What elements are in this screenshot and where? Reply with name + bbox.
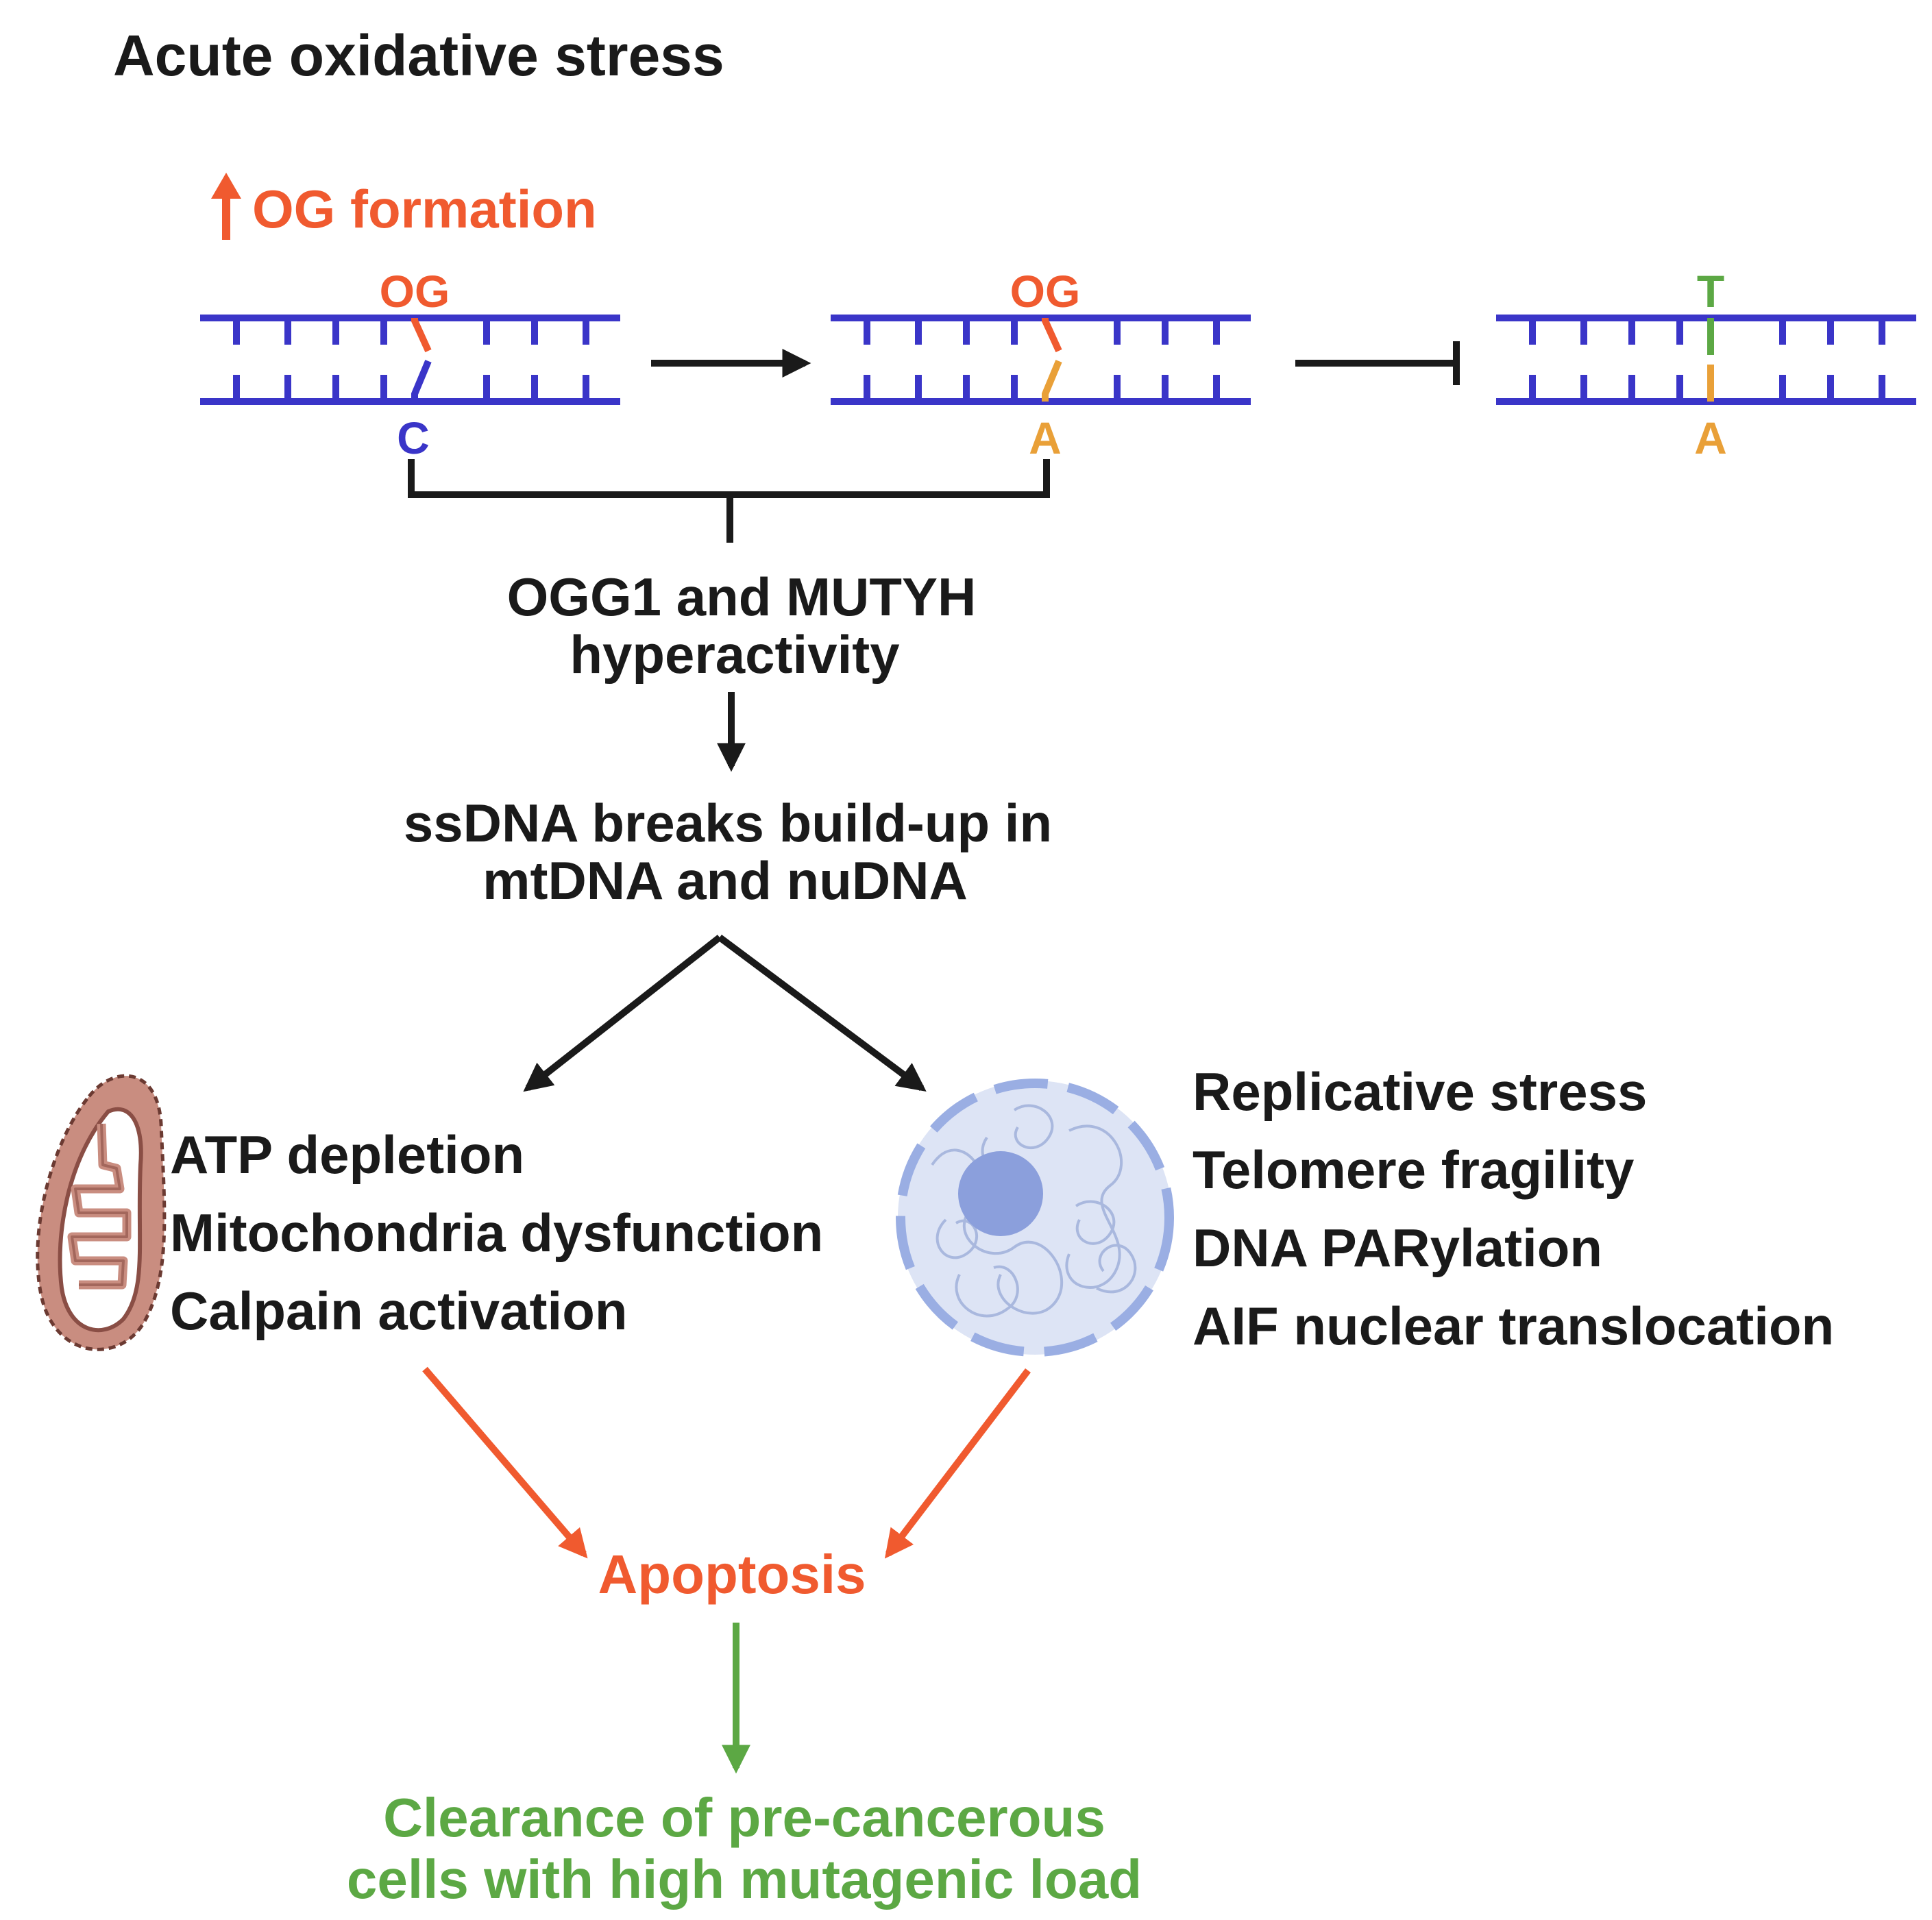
c-label: C: [397, 413, 430, 463]
dna-duplex-t-a: [1496, 315, 1916, 405]
mito-effect-2: Mitochondria dysfunction: [170, 1203, 823, 1263]
breaks-text-line1: ssDNA breaks build-up in: [404, 793, 1052, 853]
og-label-1: OG: [380, 266, 450, 317]
bracket-connector: [408, 459, 1050, 498]
mito-effect-1: ATP depletion: [170, 1124, 524, 1185]
nuclear-effect-2: Telomere fragility: [1193, 1140, 1634, 1200]
nuclear-effect-4: AIF nuclear translocation: [1193, 1296, 1834, 1356]
glycosylase-text-line1: OGG1 and MUTYH: [507, 567, 977, 627]
nuclear-effect-3: DNA PARylation: [1193, 1218, 1602, 1278]
clearance-text-line1: Clearance of pre-cancerous: [383, 1787, 1105, 1848]
arrow-nucleus-to-apoptosis: [884, 1368, 1031, 1559]
og-label-2: OG: [1010, 266, 1081, 317]
glycosylase-text-line2: hyperactivity: [570, 624, 899, 685]
arrow-to-nucleus: [718, 934, 927, 1092]
nucleus-icon: [896, 1079, 1174, 1357]
breaks-text-line2: mtDNA and nuDNA: [482, 850, 968, 911]
og-formation-label: OG formation: [252, 179, 597, 239]
arrow-mito-to-apoptosis: [422, 1366, 588, 1559]
arrow-to-mitochondria: [523, 935, 722, 1092]
apoptosis-label: Apoptosis: [598, 1544, 866, 1605]
mito-effect-3: Calpain activation: [170, 1281, 628, 1341]
inhibition-arrow: [1295, 341, 1460, 385]
a-label-3: A: [1694, 413, 1727, 463]
a-label-2: A: [1029, 413, 1062, 463]
nuclear-effect-1: Replicative stress: [1193, 1061, 1647, 1122]
dna-duplex-og-c: [200, 315, 620, 405]
up-arrow-icon: [211, 173, 241, 240]
mitochondrion-icon: [36, 1074, 167, 1351]
clearance-text-line2: cells with high mutagenic load: [347, 1849, 1142, 1910]
page-title: Acute oxidative stress: [113, 23, 724, 88]
t-label-3: T: [1697, 266, 1724, 317]
dna-duplex-og-a: [831, 315, 1251, 405]
